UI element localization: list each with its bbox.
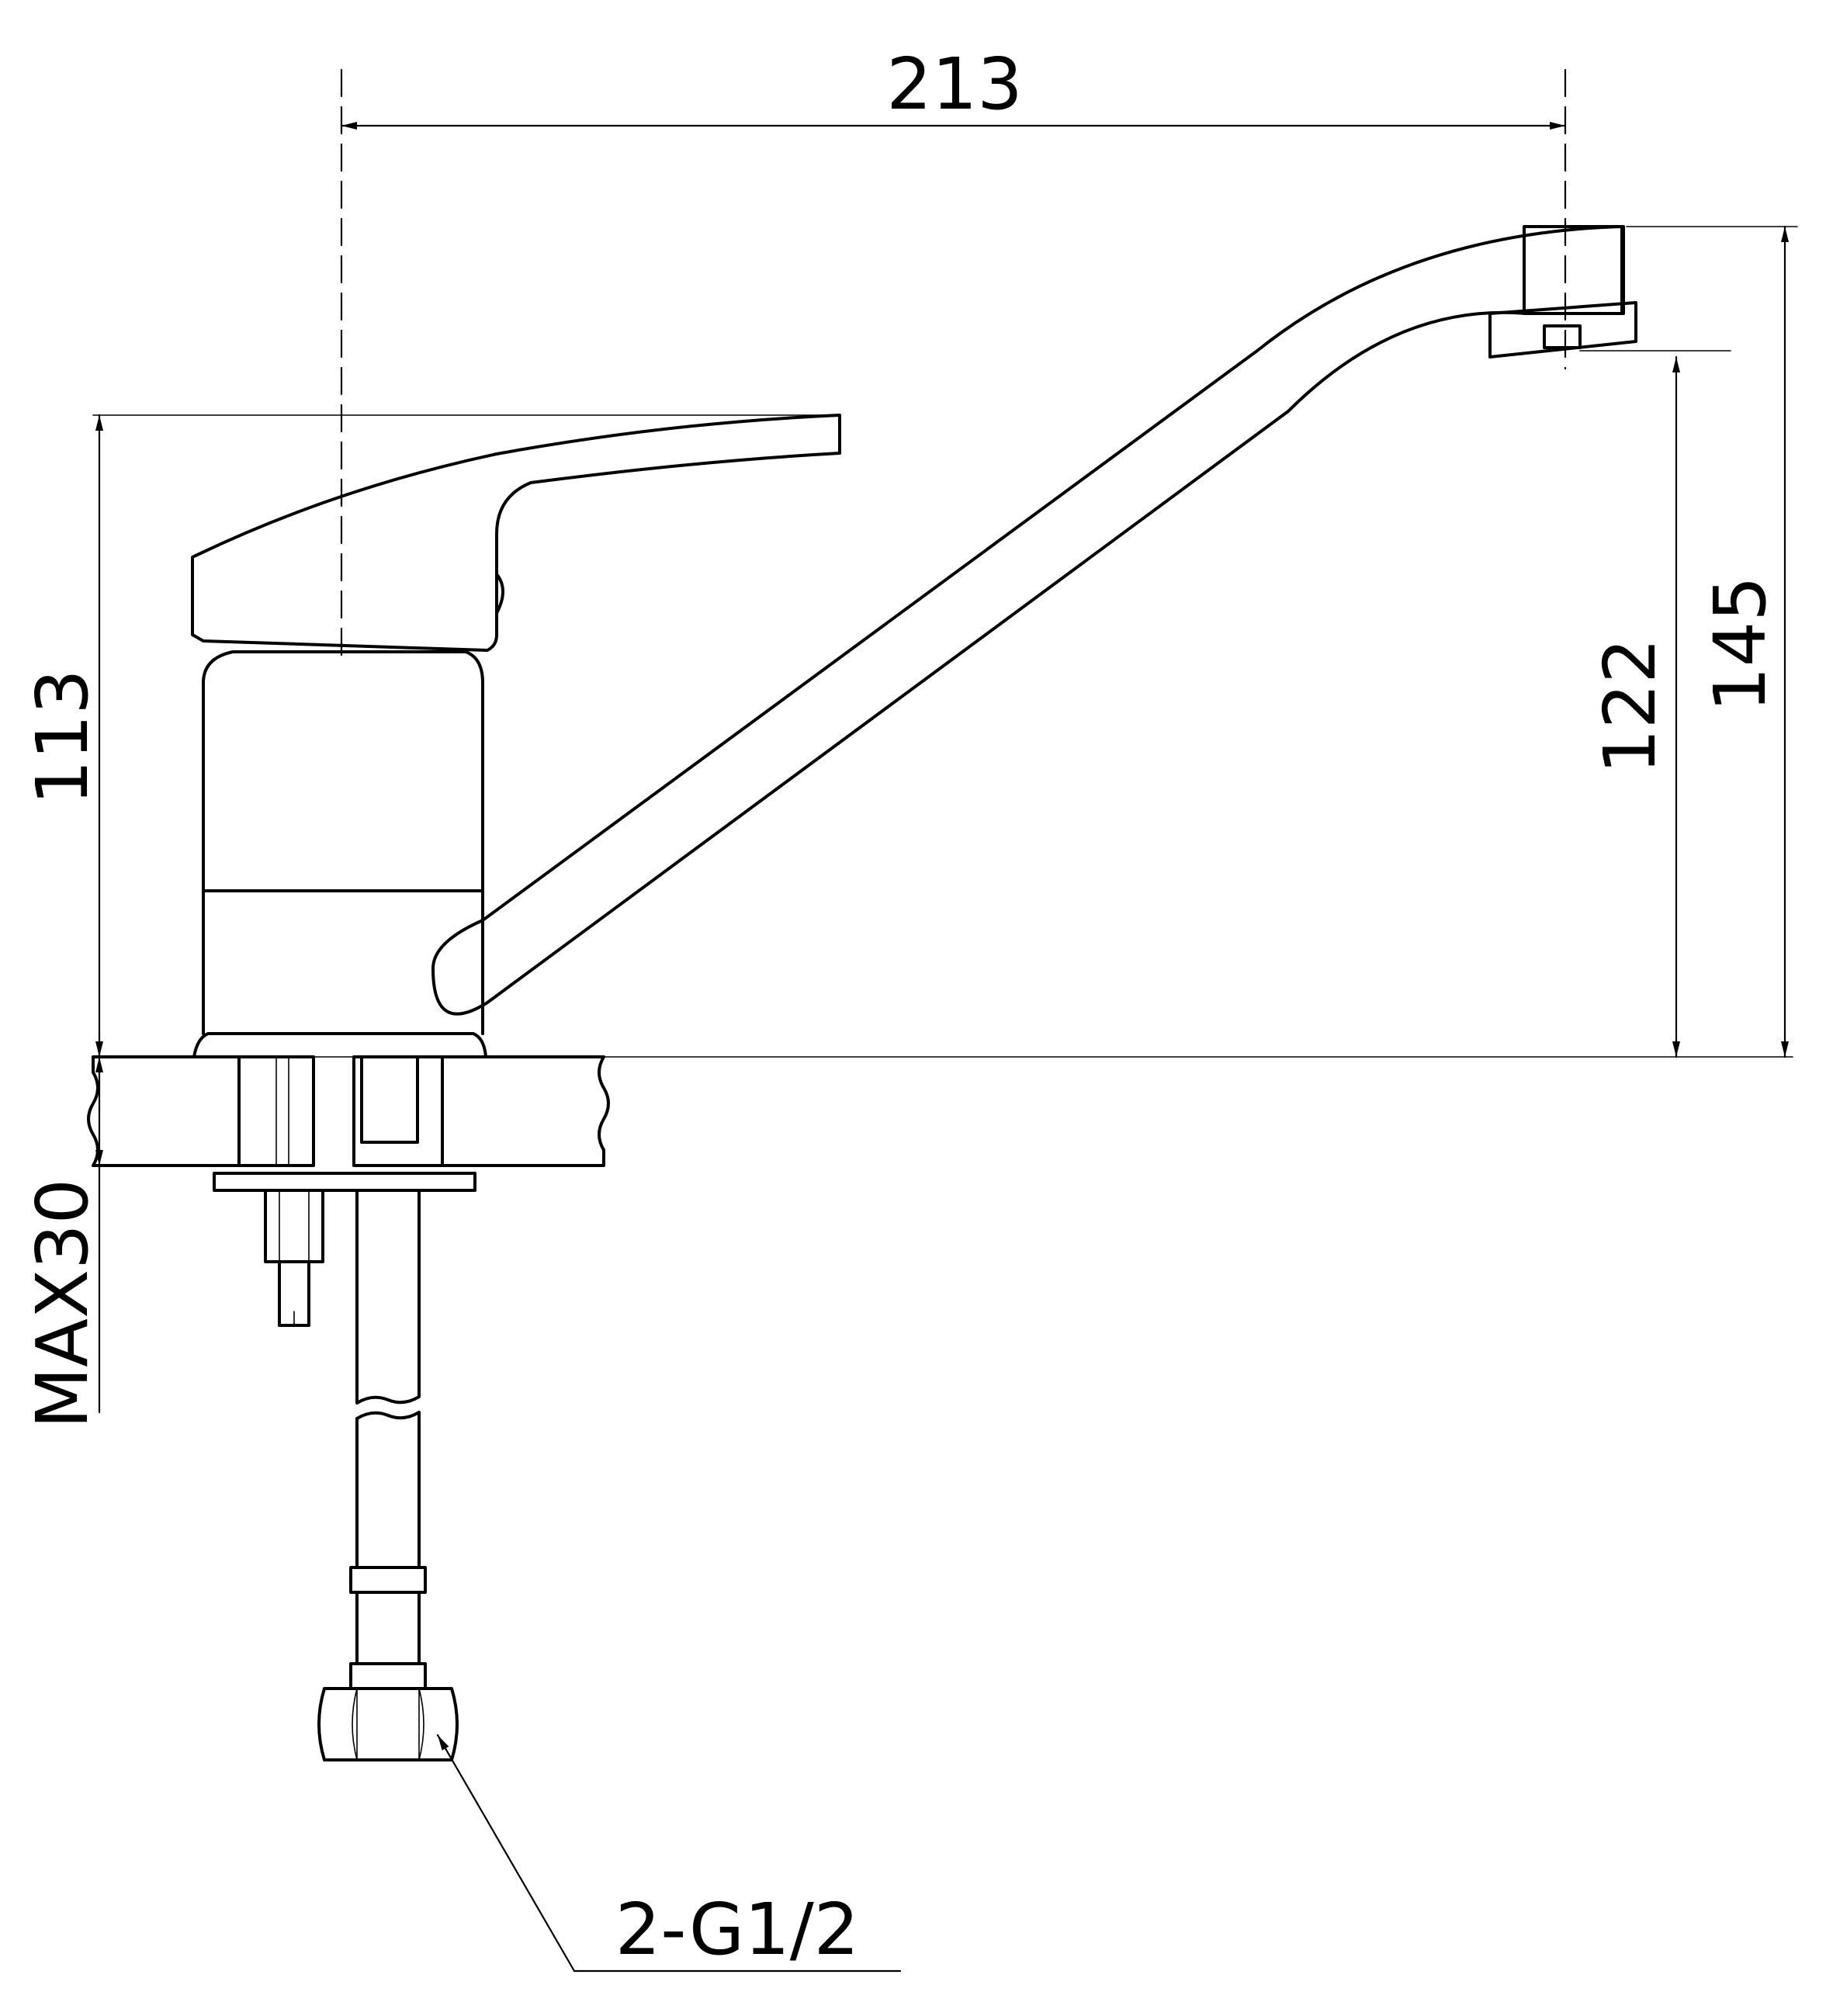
spout-head xyxy=(1523,225,1625,315)
leader-line-g12 xyxy=(436,1734,576,1973)
hose-ferrule xyxy=(349,1566,427,1594)
hex-chamfer xyxy=(418,1688,424,1761)
countertop-right-section xyxy=(441,1055,610,1167)
hex-union-nut xyxy=(317,1687,459,1761)
callout-connection-thread: 2-G1/2 xyxy=(436,1734,902,1973)
lever-handle xyxy=(191,414,841,652)
mounting-assembly xyxy=(213,1055,476,1327)
supply-hose xyxy=(317,1189,459,1761)
dim-text-max30: MAX30 xyxy=(21,1179,104,1429)
dim-text-113: 113 xyxy=(21,669,104,805)
hose-upper-section xyxy=(355,1189,421,1405)
dim-text-122: 122 xyxy=(1589,638,1672,774)
hose-ferrule-neck xyxy=(355,1591,421,1665)
dim-text-213: 213 xyxy=(886,43,1023,126)
body-lower-cylinder xyxy=(202,889,484,1035)
hose-inlet-fitting xyxy=(360,1055,419,1144)
dimension-overall-height: 145 xyxy=(1626,225,1798,1058)
dimension-deck-thickness: MAX30 xyxy=(21,1055,240,1429)
faucet-body xyxy=(192,650,487,1058)
hose-ferrule-collar xyxy=(349,1662,427,1690)
dimension-body-height: 113 xyxy=(21,414,840,1058)
dim-text-145: 145 xyxy=(1699,576,1782,712)
mounting-nut xyxy=(264,1189,324,1263)
body-base-collar xyxy=(192,1032,487,1058)
handle-lever-outline xyxy=(191,414,841,652)
hose-lower-section xyxy=(355,1411,421,1569)
countertop-left-section xyxy=(87,1055,241,1167)
dimension-spout-reach: 213 xyxy=(340,43,1567,130)
centerlines xyxy=(340,68,1567,657)
mounting-plate xyxy=(213,1172,476,1192)
hex-chamfer xyxy=(352,1688,358,1761)
hose-inlet-housing xyxy=(352,1055,444,1167)
spout-aerator xyxy=(1488,301,1637,359)
dimension-outlet-height: 122 xyxy=(1579,350,1731,1058)
countertop xyxy=(87,1055,1793,1167)
handle-cartridge-bump xyxy=(495,573,504,615)
spout-tube xyxy=(431,225,1623,1016)
aerator-insert xyxy=(1543,324,1582,349)
callout-text-g12: 2-G1/2 xyxy=(615,1888,859,1971)
body-upper-cylinder xyxy=(202,650,484,892)
spout xyxy=(431,225,1637,1016)
